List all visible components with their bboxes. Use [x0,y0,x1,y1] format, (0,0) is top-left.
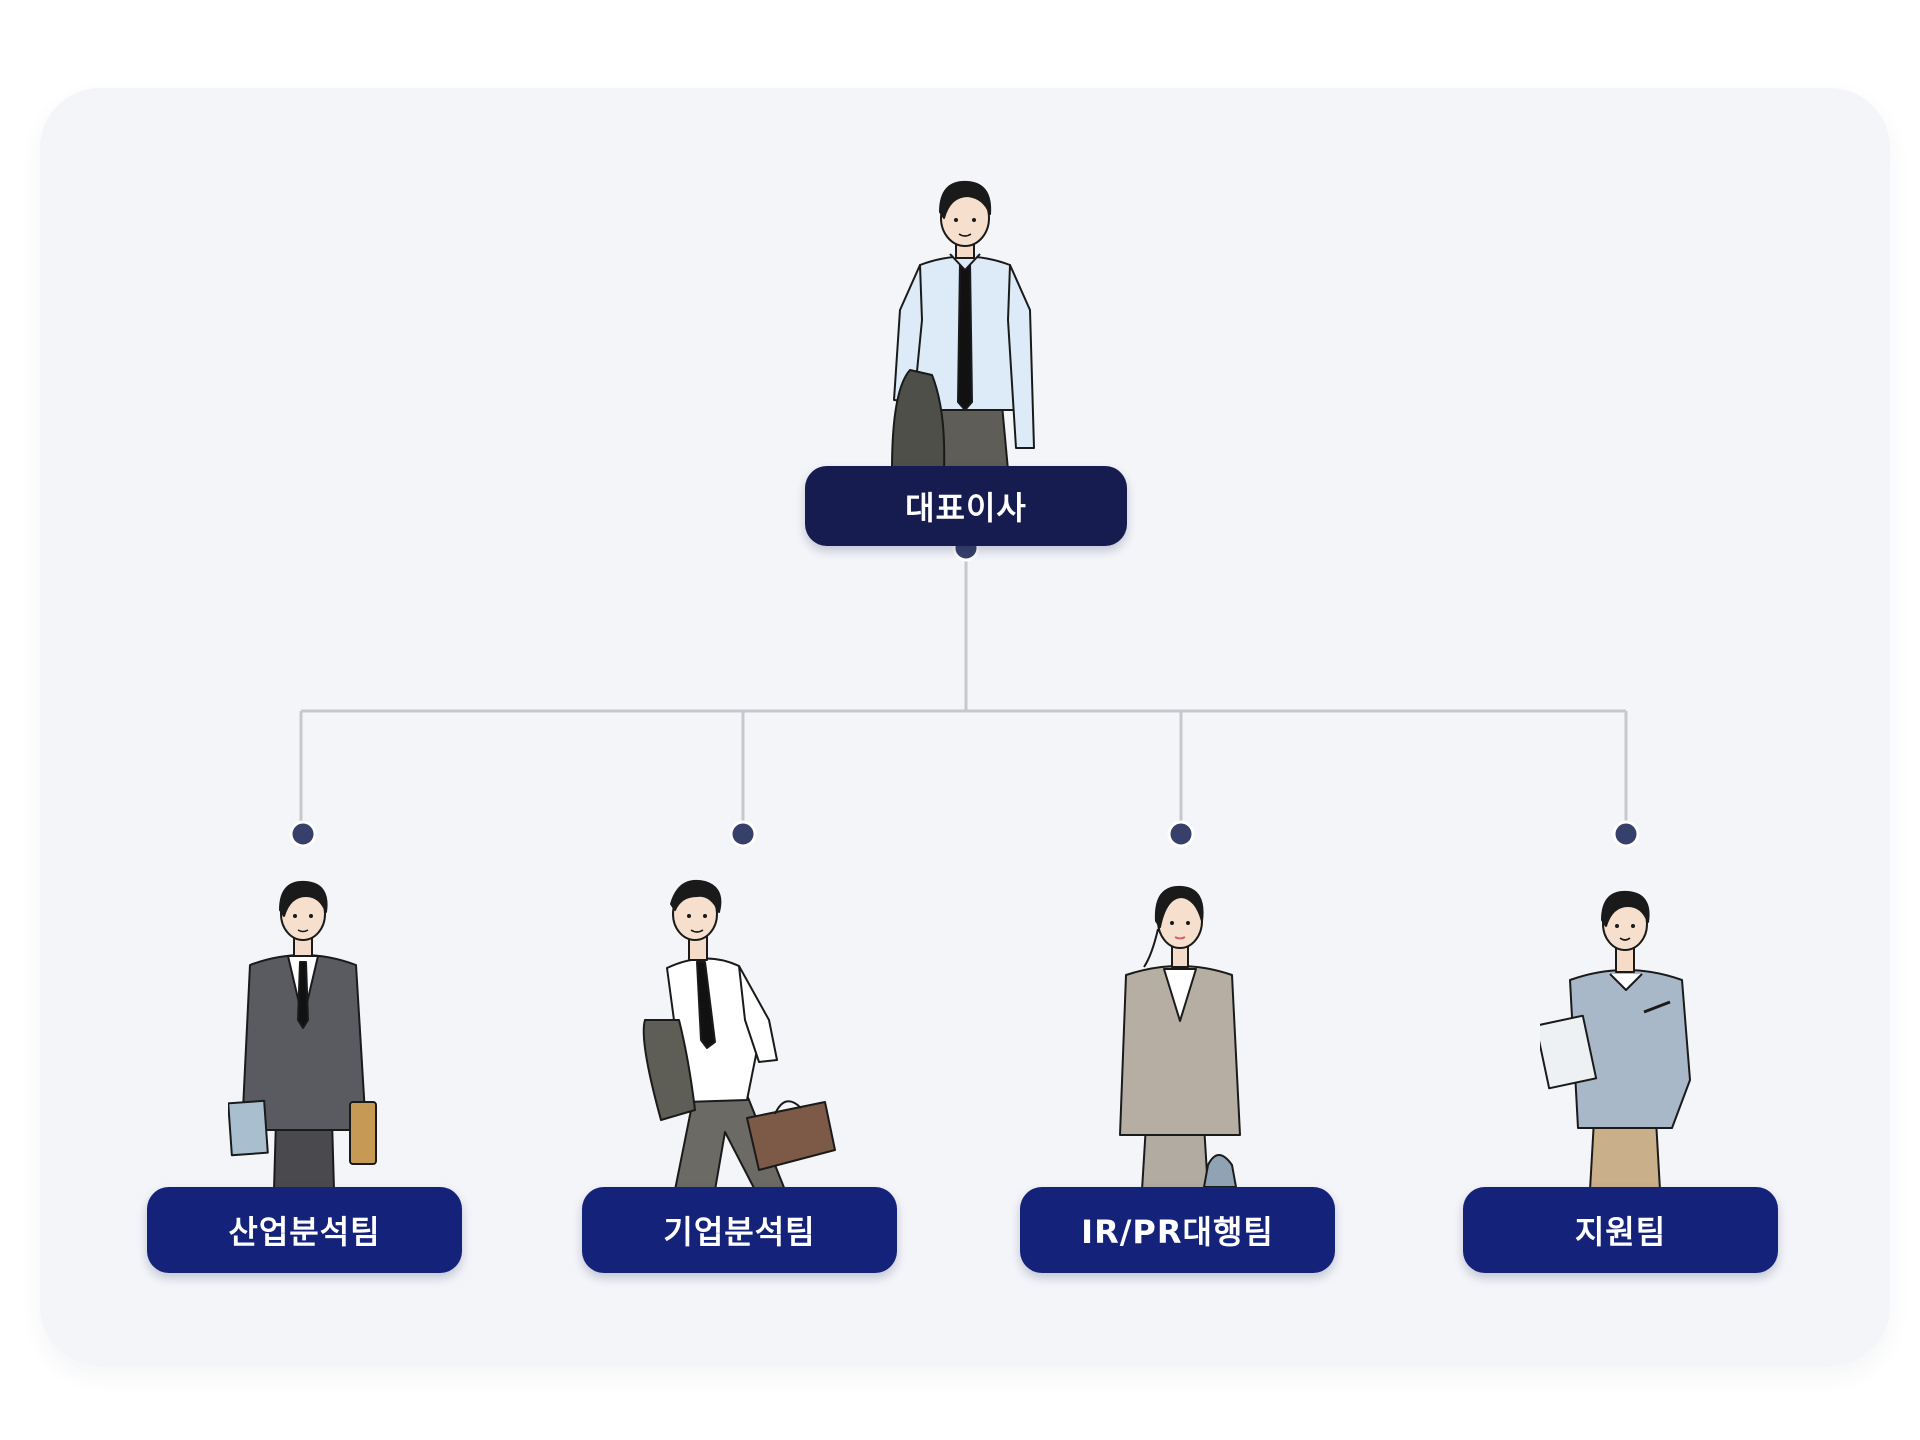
team-node-industry-analysis[interactable]: 산업분석팀 [147,1187,462,1273]
corporate-analyst-illustration [635,870,845,1190]
ceo-node-label: 대표이사 [905,483,1027,529]
ceo-node[interactable]: 대표이사 [805,466,1127,546]
node-dot-team-1 [291,822,315,846]
ir-pr-illustration [1100,875,1260,1190]
team-node-ir-pr[interactable]: IR/PR대행팀 [1020,1187,1335,1273]
node-dot-team-2 [731,822,755,846]
node-dot-team-4 [1614,822,1638,846]
support-team-illustration [1540,880,1710,1190]
team-node-corporate-analysis[interactable]: 기업분석팀 [582,1187,897,1273]
team-node-label: 지원팀 [1575,1207,1666,1253]
team-node-support[interactable]: 지원팀 [1463,1187,1778,1273]
industry-analyst-illustration [228,870,378,1190]
team-node-label: IR/PR대행팀 [1081,1207,1274,1253]
team-node-label: 산업분석팀 [228,1207,380,1253]
ceo-illustration [880,170,1050,470]
node-dot-team-3 [1169,822,1193,846]
team-node-label: 기업분석팀 [663,1207,815,1253]
